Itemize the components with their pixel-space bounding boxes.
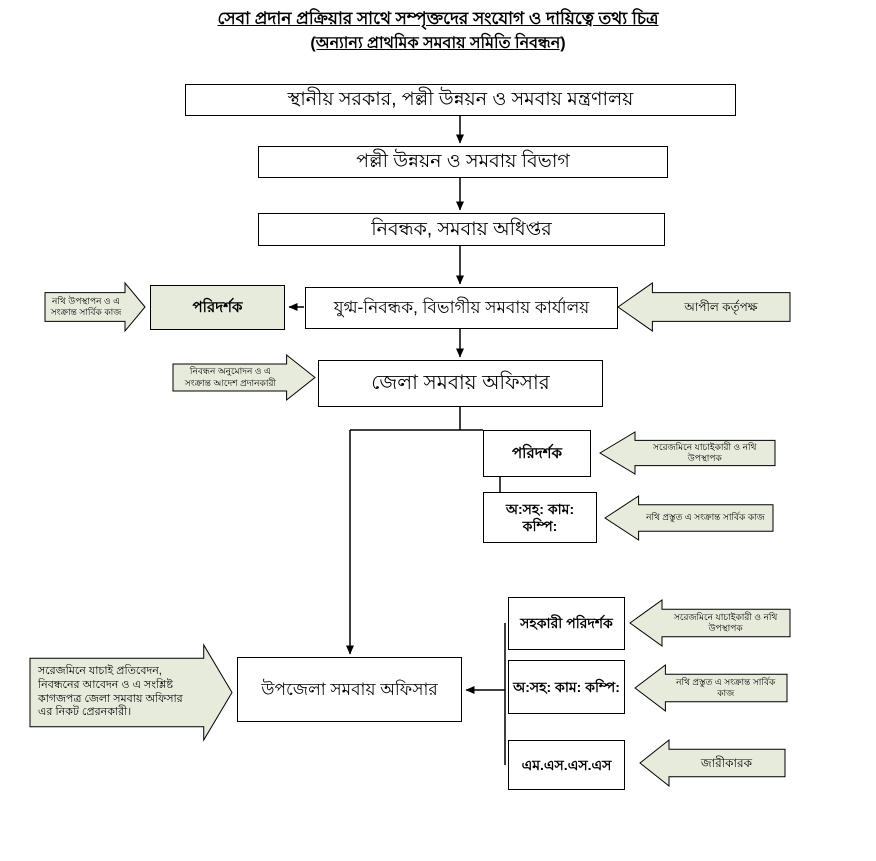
callout-registration-approval: নিবন্ধন অনুমোদন ও এ সংক্রান্ত আদেশ প্রদা… — [173, 355, 315, 400]
right-arrow-shape-icon — [30, 645, 232, 740]
callout-file-presentation: নথি উপস্থাপন ও এ সংক্রান্ত সার্বিক কাজ — [45, 283, 145, 331]
right-arrow-shape-icon — [173, 355, 315, 400]
callout-issuer: জারীকারক — [640, 740, 785, 786]
left-arrow-shape-icon — [618, 283, 790, 331]
callout-text: সরেজমিনে যাচাইকারী ও নথি উপস্থাপক — [653, 441, 757, 463]
callout-field-verifier-upazila: সরেজমিনে যাচাইকারী ও নথি উপস্থাপক — [630, 600, 790, 646]
node-mss: এম.এস.এস.এস — [508, 740, 625, 790]
node-joint-registrar: যুগ্ম-নিবন্ধক, বিভাগীয় সমবায় কার্যালয় — [305, 287, 618, 329]
left-arrow-shape-icon — [640, 740, 785, 786]
node-office-asst-upazila: অ:সহ: কাম: কম্পি: — [508, 660, 625, 714]
node-upazila-officer: উপজেলা সমবায় অফিসার — [237, 657, 462, 722]
callout-upazila-sender: সরেজমিনে যাচাই প্রতিবেদন, নিবন্ধনের আবেদ… — [30, 645, 232, 740]
node-assistant-inspector: সহকারী পরিদর্শক — [508, 597, 625, 650]
page-subtitle: (অন্যান্য প্রাথমিক সমবায় সমিতি নিবন্ধন) — [310, 35, 566, 52]
left-arrow-shape-icon — [630, 600, 790, 646]
callout-field-verifier-district: সরেজমিনে যাচাইকারী ও নথি উপস্থাপক — [600, 432, 775, 474]
callout-text: নথি উপস্থাপন ও এ সংক্রান্ত সার্বিক কাজ — [50, 295, 122, 317]
callout-appeal-authority: আপীল কর্তৃপক্ষ — [618, 283, 790, 331]
node-ministry: স্থানীয় সরকার, পল্লী উন্নয়ন ও সমবায় ম… — [185, 84, 736, 116]
left-arrow-shape-icon — [600, 432, 775, 474]
node-office-asst-district: অ:সহ: কাম: কম্পি: — [483, 492, 597, 543]
node-division: পল্লী উন্নয়ন ও সমবায় বিভাগ — [258, 146, 668, 178]
node-inspector-district: পরিদর্শক — [483, 430, 591, 477]
callout-text: সরেজমিনে যাচাইকারী ও নথি উপস্থাপক — [673, 611, 778, 633]
callout-text: জারীকারক — [700, 755, 752, 770]
callout-text: নথি প্রস্তুত এ সংক্রান্ত সার্বিক কাজ — [646, 512, 765, 523]
node-inspector-divisional: পরিদর্শক — [150, 285, 285, 330]
page-title: সেবা প্রদান প্রক্রিয়ার সাথে সম্পৃক্তদের… — [217, 9, 659, 28]
left-arrow-shape-icon — [635, 665, 787, 711]
right-arrow-shape-icon — [45, 283, 145, 331]
callout-text: আপীল কর্তৃপক্ষ — [684, 299, 758, 314]
left-arrow-shape-icon — [605, 496, 773, 540]
callout-text: নিবন্ধন অনুমোদন ও এ সংক্রান্ত আদেশ প্রদা… — [184, 366, 276, 388]
callout-file-prepare-upazila: নথি প্রস্তুত এ সংক্রান্ত সার্বিক কাজ — [635, 665, 787, 711]
callout-file-prepare-district: নথি প্রস্তুত এ সংক্রান্ত সার্বিক কাজ — [605, 496, 773, 540]
callout-text: নথি প্রস্তুত এ সংক্রান্ত সার্বিক কাজ — [676, 676, 776, 698]
node-registrar: নিবন্ধক, সমবায় অধিপ্তর — [258, 213, 665, 246]
callout-text: সরেজমিনে যাচাই প্রতিবেদন, নিবন্ধনের আবেদ… — [38, 665, 183, 719]
node-district-officer: জেলা সমবায় অফিসার — [318, 360, 603, 407]
